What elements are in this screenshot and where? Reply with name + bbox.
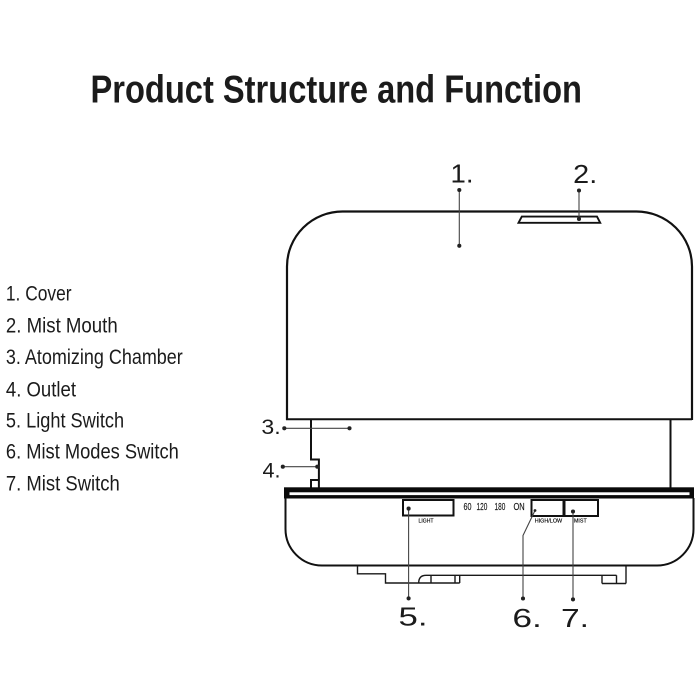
svg-text:Product Structure and Function: Product Structure and Function — [91, 69, 583, 112]
svg-text:2.: 2. — [573, 159, 597, 189]
svg-text:1.: 1. — [451, 158, 474, 188]
svg-text:MIST: MIST — [574, 519, 587, 525]
svg-text:HIGH/LOW: HIGH/LOW — [535, 519, 563, 525]
svg-text:3. Atomizing Chamber: 3. Atomizing Chamber — [6, 346, 183, 369]
svg-text:ON: ON — [514, 502, 525, 513]
svg-text:6.: 6. — [512, 603, 542, 633]
svg-text:LIGHT: LIGHT — [419, 519, 434, 525]
svg-text:3.: 3. — [261, 416, 280, 439]
svg-text:2. Mist Mouth: 2. Mist Mouth — [6, 315, 118, 338]
svg-text:180: 180 — [495, 502, 506, 513]
svg-text:5.: 5. — [399, 602, 428, 632]
svg-text:7.: 7. — [561, 603, 589, 633]
svg-text:4.: 4. — [263, 460, 281, 483]
svg-text:6. Mist Modes Switch: 6. Mist Modes Switch — [6, 441, 179, 464]
svg-text:120: 120 — [477, 502, 488, 513]
svg-text:1. Cover: 1. Cover — [6, 283, 72, 306]
svg-text:4. Outlet: 4. Outlet — [6, 379, 76, 402]
svg-text:60: 60 — [464, 502, 472, 513]
svg-text:7. Mist Switch: 7. Mist Switch — [6, 473, 120, 496]
svg-text:5. Light Switch: 5. Light Switch — [6, 410, 124, 433]
